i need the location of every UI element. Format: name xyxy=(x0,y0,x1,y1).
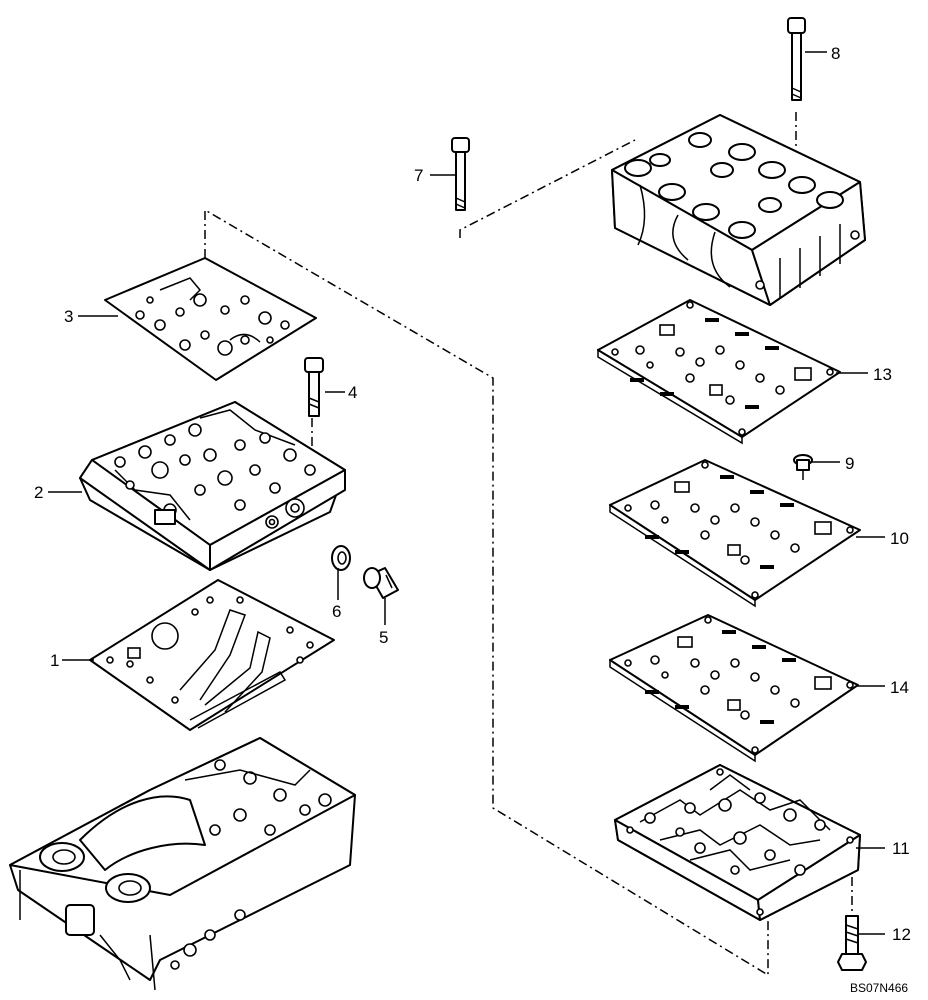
part-2-valve-body xyxy=(79,401,346,571)
part-3-gasket-plate xyxy=(104,257,317,381)
upper-valve-block xyxy=(611,114,866,306)
callout-8: 8 xyxy=(831,44,840,63)
callout-5: 5 xyxy=(379,628,388,647)
callout-12: 12 xyxy=(892,925,911,944)
transmission-housing xyxy=(9,737,356,991)
callout-14: 14 xyxy=(890,678,909,697)
part-13-separator-plate xyxy=(597,299,841,445)
part-1-gasket-plate xyxy=(89,579,335,731)
assembly-dash-lines xyxy=(204,112,853,977)
callout-leaders xyxy=(48,51,885,935)
callout-1: 1 xyxy=(50,651,59,670)
callout-13: 13 xyxy=(873,365,892,384)
callout-10: 10 xyxy=(890,529,909,548)
callout-11: 11 xyxy=(892,839,910,858)
part-5-plug xyxy=(363,567,399,599)
callout-7: 7 xyxy=(414,166,423,185)
part-12-bolt xyxy=(837,915,867,971)
callout-labels: 1 2 3 4 5 6 7 8 9 10 11 12 13 14 BS07N46… xyxy=(34,44,911,995)
callout-3: 3 xyxy=(64,307,73,326)
part-11-valve-body xyxy=(614,764,861,921)
part-4-bolt xyxy=(304,357,324,417)
part-14-separator-plate xyxy=(609,614,859,763)
part-8-bolt xyxy=(787,17,806,101)
part-10-separator-plate xyxy=(609,459,861,608)
callout-4: 4 xyxy=(348,383,357,402)
part-6-seal-ring xyxy=(331,545,351,571)
part-7-bolt xyxy=(451,137,470,211)
callout-2: 2 xyxy=(34,483,43,502)
drawing-code: BS07N466 xyxy=(850,981,908,995)
callout-9: 9 xyxy=(845,454,854,473)
part-9-screw xyxy=(793,454,813,480)
callout-6: 6 xyxy=(332,602,341,621)
